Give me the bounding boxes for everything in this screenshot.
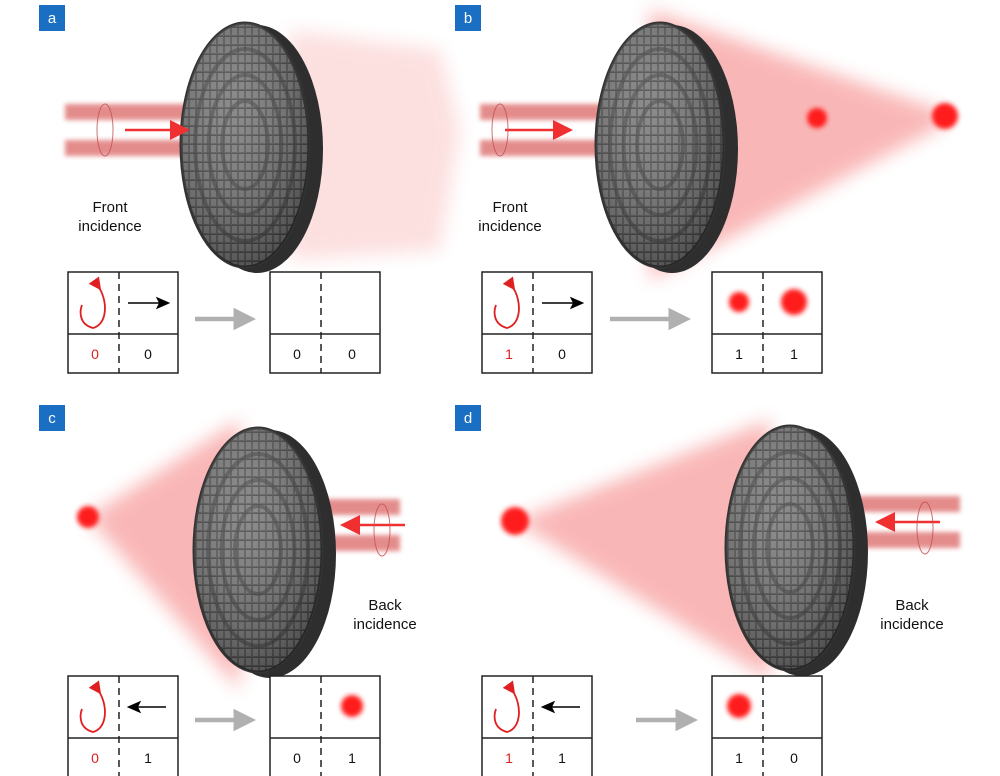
panel-label-box [455,5,481,31]
circular-polarization-icon [493,276,520,329]
panel-label-box [455,405,481,431]
output-spot-left [729,292,749,312]
circular-polarization-icon [916,501,934,555]
input-direction-bit: 0 [558,346,566,362]
output-bit-left: 1 [735,346,743,362]
input-direction-bit: 1 [144,750,152,766]
metasurface-disk [179,21,323,273]
incidence-label-line1: Front [92,199,128,216]
metasurface-disk [192,426,336,678]
output-spot-left [727,694,751,718]
output-bit-left: 0 [293,346,301,362]
incidence-label-line2: incidence [78,218,141,235]
output-bit-left: 1 [735,750,743,766]
circular-polarization-icon [373,503,391,557]
circular-polarization-icon [79,276,106,329]
incidence-label-line1: Back [895,597,929,614]
panel-label-box [39,405,65,431]
output-spot-right [341,695,363,717]
circular-polarization-icon [96,103,114,157]
output-bit-right: 1 [790,346,798,362]
incidence-label-line2: incidence [880,616,943,633]
metasurface-disk [594,21,738,273]
circular-polarization-icon [493,680,520,733]
focal-spot [501,507,529,535]
output-bit-left: 0 [293,750,301,766]
input-direction-bit: 0 [144,346,152,362]
focal-spot [932,103,958,129]
input-polarization-bit: 1 [505,750,513,766]
output-spot-right [781,289,807,315]
incident-beam [480,104,605,156]
circular-polarization-icon [79,680,106,733]
focal-spot [77,506,99,528]
incidence-label-line2: incidence [353,616,416,633]
focused-light-cone [515,420,770,680]
output-bit-right: 0 [348,346,356,362]
incidence-label-line1: Back [368,597,402,614]
panel-label-box [39,5,65,31]
circular-polarization-icon [491,103,509,157]
input-direction-bit: 1 [558,750,566,766]
output-bit-right: 1 [348,750,356,766]
input-polarization-bit: 0 [91,346,99,362]
incident-beam [325,499,400,551]
metasurface-disk [724,424,868,676]
incidence-label-line2: incidence [478,218,541,235]
focal-spot [807,108,827,128]
incidence-label-line1: Front [492,199,528,216]
panel-label: c [48,410,56,427]
incident-beam [65,104,190,156]
output-bit-right: 0 [790,750,798,766]
input-polarization-bit: 0 [91,750,99,766]
panel-label: a [48,10,57,27]
panel-label: b [464,10,472,27]
panel-label: d [464,410,472,427]
input-polarization-bit: 1 [505,346,513,362]
diffused-light [290,30,460,260]
